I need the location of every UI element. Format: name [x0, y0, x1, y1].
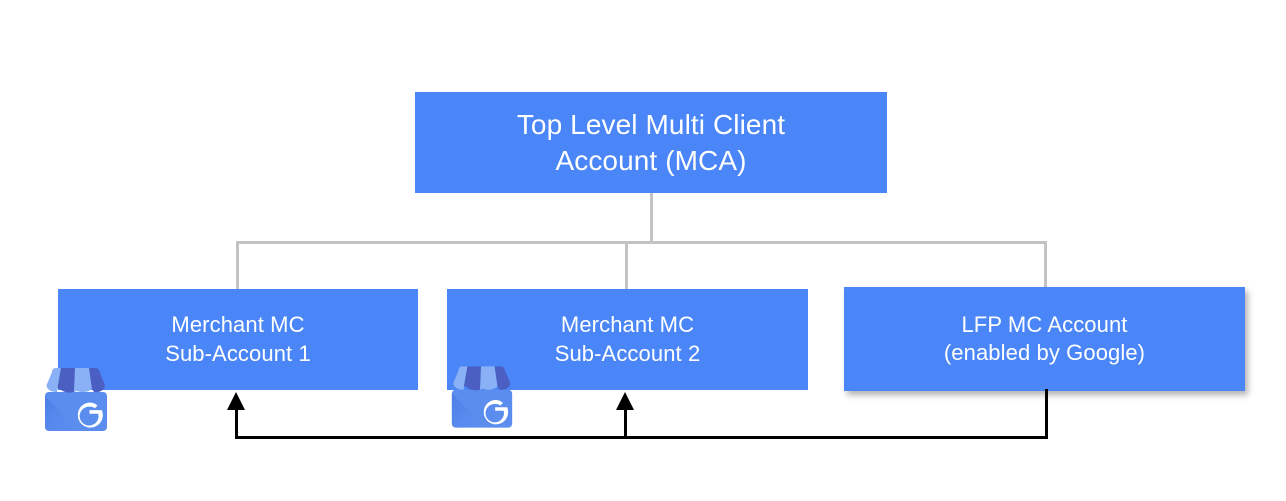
node-sub2-line1: Merchant MC: [560, 312, 695, 338]
node-top-line2: Account (MCA): [555, 144, 747, 176]
feedback-connector-riser-sub1: [235, 404, 238, 438]
node-top-line1: Top Level Multi Client: [516, 108, 786, 140]
connector-drop-lfp: [1044, 241, 1047, 291]
node-lfp-line2: (enabled by Google): [943, 340, 1146, 365]
connector-drop-sub2: [625, 241, 628, 291]
node-sub1-line2: Sub-Account 1: [165, 340, 311, 366]
connector-drop-sub1: [236, 241, 239, 291]
node-sub2-line2: Sub-Account 2: [554, 340, 701, 366]
node-lfp-mc-account[interactable]: LFP MC Account (enabled by Google): [844, 287, 1245, 391]
google-business-profile-storefront-icon: [45, 368, 107, 431]
node-merchant-sub-account-1[interactable]: Merchant MC Sub-Account 1: [58, 289, 418, 390]
feedback-connector-riser-sub2: [624, 404, 627, 438]
feedback-connector-horizontal: [235, 436, 1048, 439]
node-lfp-line1: LFP MC Account: [961, 311, 1128, 337]
arrowhead-icon-sub1: [227, 392, 245, 410]
node-merchant-sub-account-2[interactable]: Merchant MC Sub-Account 2: [447, 289, 808, 390]
google-business-profile-storefront-icon: [451, 366, 513, 428]
connector-top-stem: [650, 193, 653, 244]
connector-horizontal-bus: [236, 241, 1047, 244]
node-sub1-line1: Merchant MC: [171, 312, 305, 338]
arrowhead-icon-sub2: [616, 392, 634, 410]
node-top-level-mca[interactable]: Top Level Multi Client Account (MCA): [415, 92, 887, 193]
feedback-connector-riser-lfp: [1045, 389, 1048, 438]
